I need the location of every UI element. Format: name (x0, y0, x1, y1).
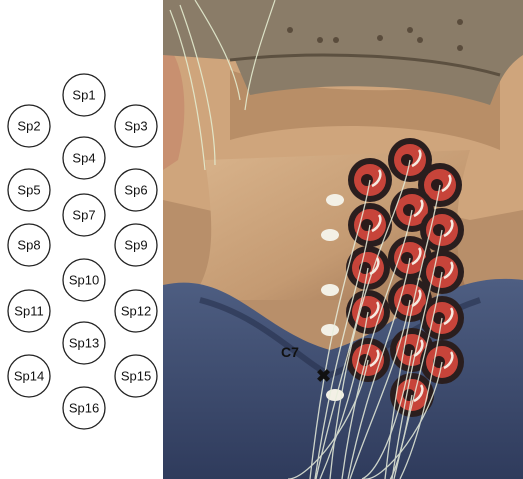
c7-label: C7 (281, 344, 299, 360)
neck-photo: C7 ✖ (163, 0, 523, 479)
electrode-label: Sp14 (14, 369, 44, 384)
electrode-sp2: Sp2 (8, 105, 50, 147)
electrode-sp14: Sp14 (8, 355, 50, 397)
electrode-label: Sp11 (14, 304, 43, 319)
electrode-sp4: Sp4 (63, 137, 105, 179)
electrode-sp5: Sp5 (8, 169, 50, 211)
electrode-label: Sp10 (69, 273, 99, 288)
electrode-label: Sp5 (17, 183, 40, 198)
electrode-label: Sp3 (124, 119, 147, 134)
electrode-sp13: Sp13 (63, 322, 105, 364)
electrode-sp7: Sp7 (63, 194, 105, 236)
electrode-label: Sp8 (17, 238, 40, 253)
electrode-label: Sp12 (121, 304, 151, 319)
electrode-label: Sp15 (121, 369, 151, 384)
electrode-label: Sp2 (17, 119, 40, 134)
c7-cross-icon: ✖ (316, 366, 331, 386)
electrode-label: Sp1 (72, 88, 95, 103)
electrode-sp12: Sp12 (115, 290, 157, 332)
ground-clip (326, 194, 344, 206)
electrode-label: Sp13 (69, 336, 99, 351)
electrode-label: Sp6 (124, 183, 147, 198)
ground-clip (321, 229, 339, 241)
electrode-label: Sp7 (72, 208, 95, 223)
ground-clip (321, 284, 339, 296)
electrode-sp15: Sp15 (115, 355, 157, 397)
electrode-sp16: Sp16 (63, 387, 105, 429)
electrode-sp1: Sp1 (63, 74, 105, 116)
ground-clip (321, 324, 339, 336)
electrode-sp3: Sp3 (115, 105, 157, 147)
electrode-sp11: Sp11 (8, 290, 50, 332)
electrode-label: Sp4 (72, 151, 95, 166)
electrode-sp6: Sp6 (115, 169, 157, 211)
electrode-label: Sp16 (69, 401, 99, 416)
electrode-sp9: Sp9 (115, 224, 157, 266)
electrode-label: Sp9 (124, 238, 147, 253)
electrode-sp10: Sp10 (63, 259, 105, 301)
electrode-sp8: Sp8 (8, 224, 50, 266)
